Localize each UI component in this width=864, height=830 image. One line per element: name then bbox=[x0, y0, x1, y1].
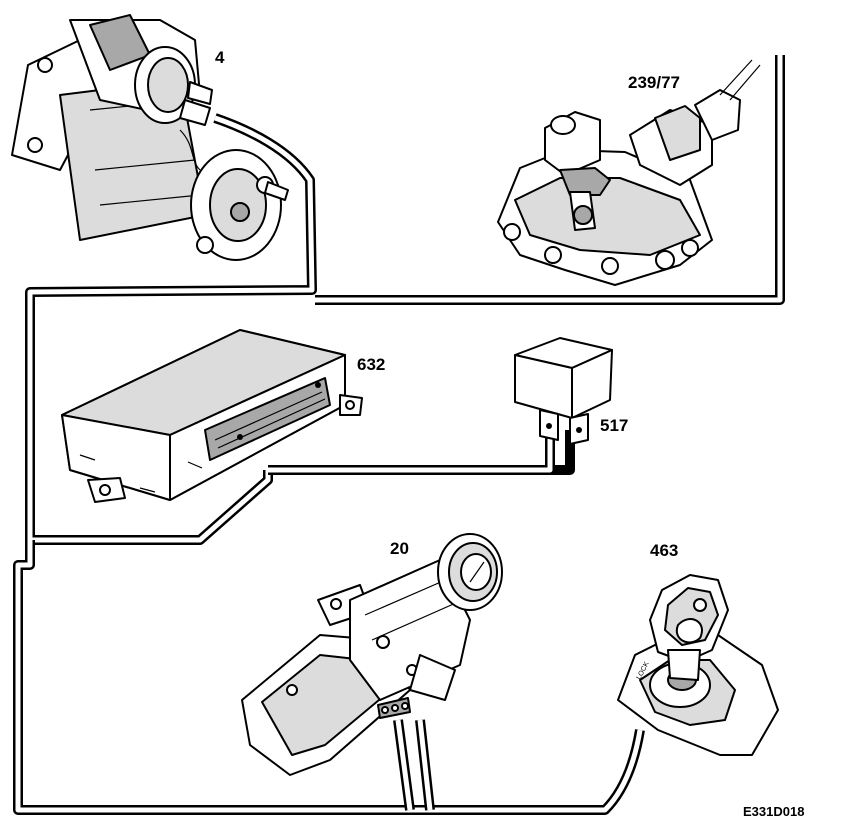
gear-position-sensor bbox=[497, 59, 761, 286]
figure-id: E331D018 bbox=[743, 804, 804, 819]
ignition-switch-callout: 20 bbox=[390, 539, 409, 558]
control-module bbox=[61, 329, 363, 503]
wiring-harness bbox=[13, 55, 785, 815]
gear-selector-callout: 463 bbox=[650, 541, 678, 560]
control-module-callout: 632 bbox=[357, 355, 385, 374]
relay-callout: 517 bbox=[600, 416, 628, 435]
starter-motor-callout: 4 bbox=[215, 48, 225, 67]
ignition-switch bbox=[241, 533, 503, 776]
gear-selector: LOCK bbox=[617, 574, 779, 756]
starter-motor bbox=[11, 14, 289, 261]
relay bbox=[514, 337, 613, 445]
gear-position-sensor-callout: 239/77 bbox=[628, 73, 680, 92]
